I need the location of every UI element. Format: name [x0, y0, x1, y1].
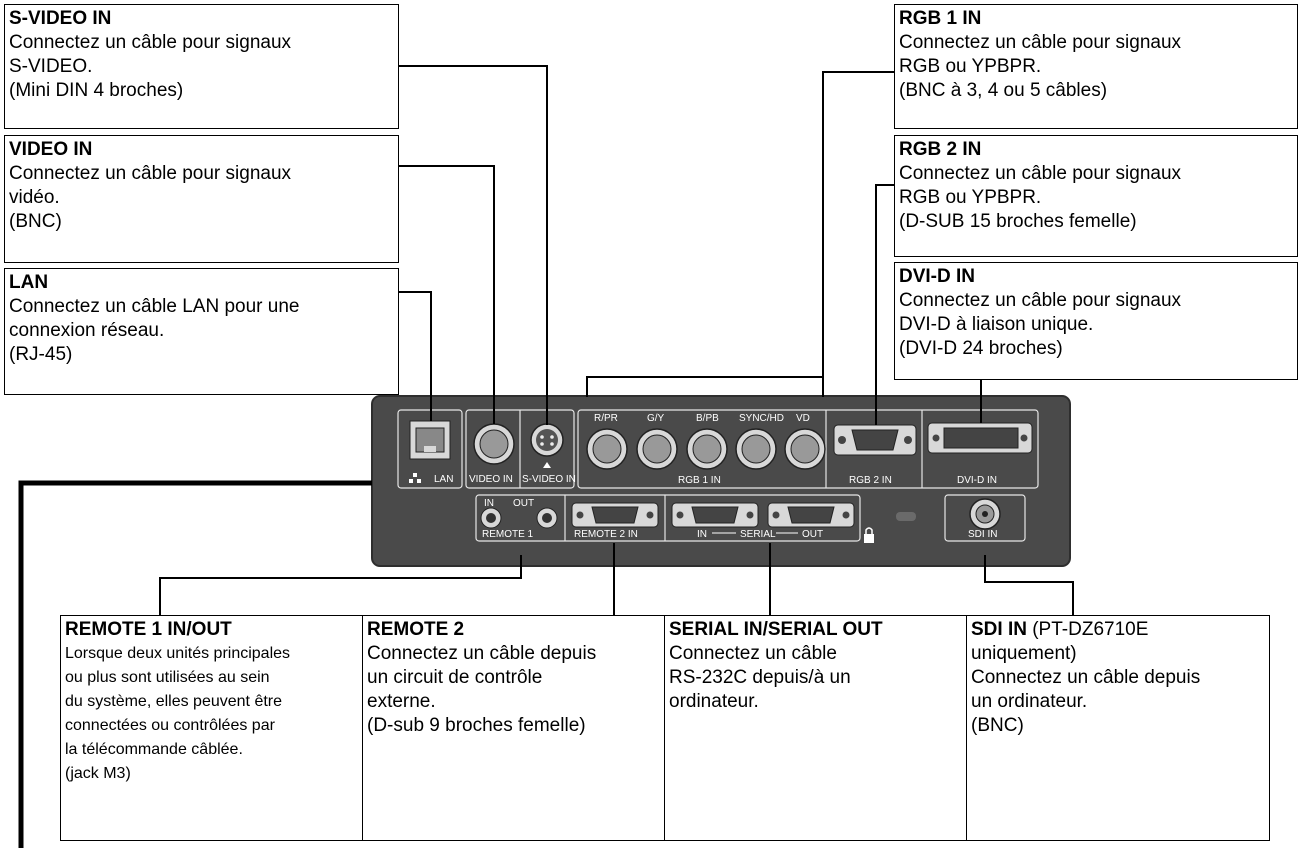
remote-in-label: IN	[484, 498, 494, 509]
remote-out-label: OUT	[513, 498, 534, 509]
callout-line: un ordinateur.	[971, 691, 1088, 712]
callout-title: LAN	[9, 272, 49, 293]
remote2-in-label: REMOTE 2 IN	[574, 529, 638, 540]
callout-line: (BNC)	[971, 715, 1024, 736]
rgb2-in-label: RGB 2 IN	[849, 475, 892, 486]
leader-lines	[159, 65, 1074, 615]
sdi-in-label: SDI IN	[968, 529, 997, 540]
serial-ports	[671, 502, 855, 528]
callout-line: (Mini DIN 4 broches)	[9, 80, 184, 101]
lan-port-label: LAN	[434, 474, 453, 485]
callout-title: RGB 1 IN	[899, 8, 982, 29]
callout-title: SDI IN	[971, 619, 1027, 640]
svideo-in-label: S-VIDEO IN	[522, 474, 576, 485]
remote2-callout: REMOTE 2 Connectez un câble depuis un ci…	[362, 615, 665, 841]
callout-line: externe.	[367, 691, 436, 712]
callout-line: Connectez un câble pour signaux	[899, 32, 1182, 53]
rgb1-bnc-connectors	[586, 428, 826, 470]
callout-line: DVI-D à liaison unique.	[899, 314, 1094, 335]
callout-title: S-VIDEO IN	[9, 8, 112, 29]
remote1-jacks	[480, 507, 558, 529]
callout-line: du système, elles peuvent être	[65, 693, 283, 710]
callout-title: SERIAL IN/SERIAL OUT	[669, 619, 883, 640]
callout-line: (BNC)	[9, 211, 62, 232]
security-lock-icon	[864, 527, 874, 543]
callout-line: uniquement)	[971, 643, 1077, 664]
callout-line: (jack M3)	[65, 765, 131, 782]
callout-line: RS-232C depuis/à un	[669, 667, 851, 688]
indicator-slot	[896, 512, 916, 521]
callout-title: REMOTE 1 IN/OUT	[65, 619, 232, 640]
callout-line: (BNC à 3, 4 ou 5 câbles)	[899, 80, 1108, 101]
callout-line: un circuit de contrôle	[367, 667, 543, 688]
callout-line: Connectez un câble depuis	[367, 643, 597, 664]
callout-line: connectées ou contrôlées par	[65, 717, 275, 734]
remote1-label: REMOTE 1	[482, 529, 534, 540]
serial-out-label: OUT	[802, 529, 823, 540]
callout-line: Connectez un câble	[669, 643, 837, 664]
callout-title: VIDEO IN	[9, 139, 93, 160]
rgb1-in-label: RGB 1 IN	[678, 475, 721, 486]
callout-line: Connectez un câble pour signaux	[899, 163, 1182, 184]
video-in-callout: VIDEO IN Connectez un câble pour signaux…	[4, 135, 399, 263]
rgb-col-label: SYNC/HD	[739, 413, 784, 424]
callout-line: connexion réseau.	[9, 320, 165, 341]
callout-line: (D-sub 9 broches femelle)	[367, 715, 586, 736]
callout-line: (DVI-D 24 broches)	[899, 338, 1063, 359]
callout-line: (RJ-45)	[9, 344, 73, 365]
callout-line: ou plus sont utilisées au sein	[65, 669, 270, 686]
callout-line: vidéo.	[9, 187, 60, 208]
rgb-col-label: VD	[796, 413, 810, 424]
remote1-callout: REMOTE 1 IN/OUT Lorsque deux unités prin…	[60, 615, 363, 841]
serial-label: SERIAL	[740, 529, 776, 540]
rgb-col-label: B/PB	[696, 413, 719, 424]
svideo-in-port	[530, 423, 564, 468]
dvid-port	[927, 422, 1033, 454]
callout-title: DVI-D IN	[899, 266, 975, 287]
callout-line: S-VIDEO.	[9, 56, 93, 77]
dvid-in-callout: DVI-D IN Connectez un câble pour signaux…	[894, 262, 1298, 380]
callout-line: la télécommande câblée.	[65, 741, 243, 758]
svideo-in-callout: S-VIDEO IN Connectez un câble pour signa…	[4, 4, 399, 129]
panel-side-leader	[18, 480, 372, 848]
lan-port	[409, 420, 451, 460]
rgb2-in-callout: RGB 2 IN Connectez un câble pour signaux…	[894, 135, 1298, 257]
sdi-in-callout: SDI IN (PT-DZ6710E uniquement) Connectez…	[966, 615, 1270, 841]
callout-line: (D-SUB 15 broches femelle)	[899, 211, 1137, 232]
callout-line: Connectez un câble depuis	[971, 667, 1201, 688]
callout-line: ordinateur.	[669, 691, 759, 712]
callout-line: Lorsque deux unités principales	[65, 645, 291, 662]
remote2-dsub-port	[571, 502, 659, 528]
lan-callout: LAN Connectez un câble LAN pour une conn…	[4, 268, 399, 395]
network-icon	[409, 473, 421, 483]
callout-line: Connectez un câble pour signaux	[9, 32, 292, 53]
callout-line: Connectez un câble pour signaux	[899, 290, 1182, 311]
rgb2-dsub-port	[833, 424, 917, 456]
callout-title: REMOTE 2	[367, 619, 465, 640]
sdi-in-bnc	[969, 498, 1001, 530]
video-in-label: VIDEO IN	[469, 474, 513, 485]
callout-line: Connectez un câble LAN pour une	[9, 296, 300, 317]
rgb-col-label: G/Y	[647, 413, 665, 424]
video-in-bnc	[473, 423, 515, 465]
callout-line: Connectez un câble pour signaux	[9, 163, 292, 184]
dvid-in-label: DVI-D IN	[957, 475, 997, 486]
callout-title-suffix: (PT-DZ6710E	[1026, 619, 1149, 640]
rgb1-in-callout: RGB 1 IN Connectez un câble pour signaux…	[894, 4, 1298, 129]
callout-line: RGB ou YPBPR.	[899, 187, 1042, 208]
rgb-frame	[577, 409, 1039, 489]
rgb-col-label: R/PR	[594, 413, 618, 424]
serial-in-label: IN	[697, 529, 707, 540]
callout-title: RGB 2 IN	[899, 139, 982, 160]
callout-line: RGB ou YPBPR.	[899, 56, 1042, 77]
